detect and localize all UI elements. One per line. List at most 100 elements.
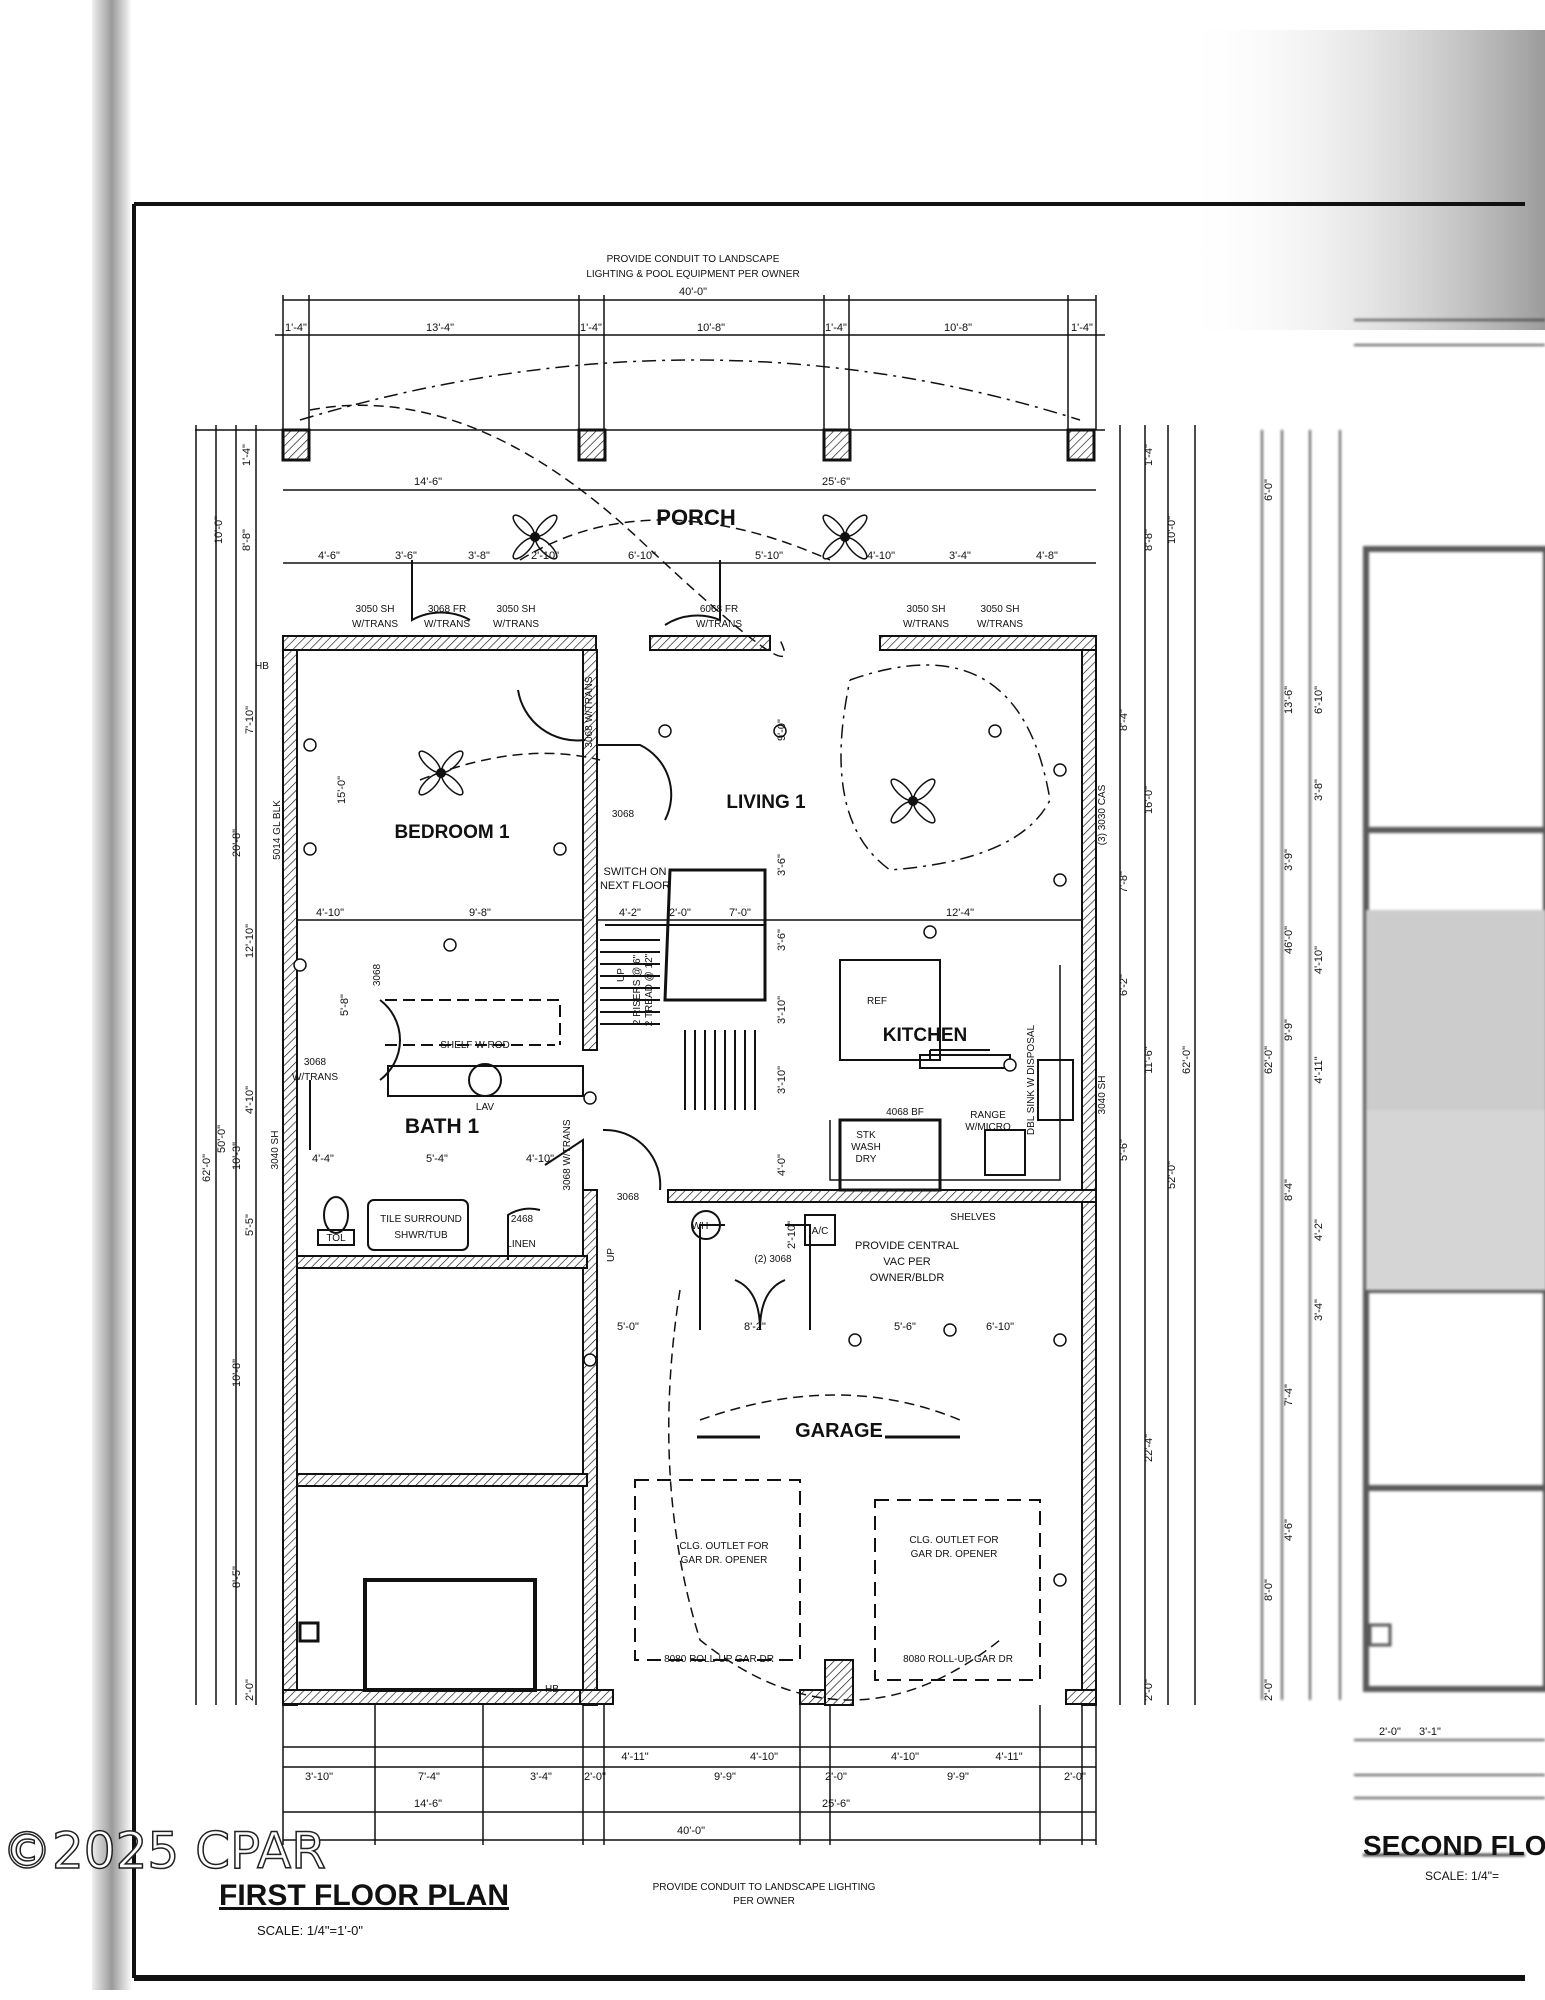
dimension-label: 3'-10" [305,1771,333,1783]
dimension-label: 8'-8" [241,529,253,551]
dimension-label: 4'-4" [312,1153,334,1165]
fan-hub [840,532,850,542]
dimension-label: 2'-0" [825,1771,847,1783]
dimension-label: 10'-8" [697,322,725,334]
dimension-label: 8'-0" [1263,1579,1275,1601]
second-floor-title: SECOND FLO [1363,1830,1545,1861]
switch-wiring [519,519,831,561]
dimension-label: 46'-0" [1283,926,1295,954]
dimension-label: 4'-11" [995,1751,1022,1763]
dimension-label: 4'-11" [621,1751,648,1763]
annotation-double-door: (2) 3068 [754,1254,792,1265]
porch-column [822,428,852,462]
outlet-icon [1053,763,1067,777]
annotation-tol: TOL [326,1233,346,1244]
porch-column [281,428,311,462]
dimension-label: 10'-8" [944,322,972,334]
dimension-label: 9'-9" [714,1771,736,1783]
dimension-label: 50'-0" [216,1125,228,1153]
wall [582,649,598,1051]
dimension-label: 40'-0" [677,1825,705,1837]
toilet-icon [323,1196,349,1234]
outlet-icon [848,1333,862,1347]
ceiling-fan-icon [512,514,558,560]
outlet-icon [583,1353,597,1367]
dimension-label: 3'-10" [776,996,788,1024]
dimension-label: 3'-6" [395,550,417,562]
door-swing-icon [517,689,586,742]
dimension-label: 9'-0" [776,719,788,741]
fan-hub [530,532,540,542]
dimension-label: 20'-8" [231,829,243,857]
dimension-label: 4'-10" [1313,946,1325,974]
switch-wiring [299,359,1081,421]
door-swing-icon [596,744,673,821]
dimension-label: 9'-9" [947,1771,969,1783]
dimension-label: 6'-0" [1263,479,1275,501]
door-swing-icon [544,1138,584,1200]
ceiling-fan-icon [822,514,868,560]
dimension-label: 16'-0" [1143,786,1155,814]
annotation-stair-risers: 2 RISERS @ 6" [632,954,643,1025]
dimension-label: 14'-6" [414,1798,442,1810]
dimension-label: 6'-10" [986,1321,1014,1333]
dimension-label: 10'-0" [1166,516,1178,544]
second-floor-plan-partial [1261,319,1545,1857]
note-text: VAC PER [883,1256,931,1268]
dimension-label: 2'-0" [1263,1679,1275,1701]
dimension-label: 10'-3" [231,1142,243,1170]
dimension-label: 1'-4" [825,322,847,334]
note-text: GAR DR. OPENER [681,1555,768,1566]
annotation-win-side-r1: (3) 3030 CAS [1097,784,1108,845]
dimension-label: 62'-0" [1263,1046,1275,1074]
dimension-label: 1'-4" [1071,322,1093,334]
toilet-tank [317,1229,355,1246]
annotation-laundry-door: 4068 BF [886,1107,924,1118]
wall [879,635,1097,651]
dimension-label: 62'-0" [201,1154,213,1182]
outlet-icon [1053,1573,1067,1587]
annotation-w4b: W/TRANS [977,619,1023,630]
annotation-stair-tread: 2 TREAD @ 12" [644,953,655,1026]
stair-landing [363,1578,537,1692]
door-swing-icon [734,1279,786,1331]
walls [281,428,1097,1706]
note-text: CLG. OUTLET FOR [679,1541,768,1552]
closet-shelf [385,999,561,1046]
dimension-label: 4'-6" [318,550,340,562]
annotation-garage-door-a: 8080 ROLL-UP GAR DR [664,1654,774,1665]
dimension-label: 2'-0" [244,1679,256,1701]
annotation-laundry-2: WASH [851,1142,881,1153]
dimension-label: 3'-4" [530,1771,552,1783]
dimension-label: 10'-0" [213,516,225,544]
annotation-stair-up-1: UP [616,968,627,982]
dimension-label: 5'-6" [894,1321,916,1333]
door-swing-icon [664,560,721,626]
annotation-linen: LINEN [506,1239,535,1250]
outlet-icon [1003,1058,1017,1072]
outlet-icon [583,1091,597,1105]
dimension-label: 8'-5" [231,1566,243,1588]
laundry-closet [838,1118,942,1192]
dimension-label: 2'-0" [1143,1679,1155,1701]
switch-wiring [309,404,786,658]
sheet-border [132,202,1525,1981]
dimension-label: 3'-4" [1313,1299,1325,1321]
annotation-d1a: 3068 FR [428,604,466,615]
fixtures [293,359,1081,1701]
kitchen-counter [829,965,1061,1181]
annotation-garage-door-b: 8080 ROLL-UP GAR DR [903,1654,1013,1665]
outlet-icon [923,925,937,939]
dimension-label: 12'-10" [244,924,256,958]
dimension-label: 4'-10" [244,1086,256,1114]
dimension-label: 2'-0" [1379,1726,1401,1738]
annotation-tub-1: TILE SURROUND [380,1214,462,1225]
dimension-label: 40'-0" [679,286,707,298]
dimension-label: 1'-4" [1143,444,1155,466]
dimension-label: 4'-11" [1313,1056,1325,1083]
garage-door-opener-zone [874,1499,1041,1681]
annotation-w3b: W/TRANS [903,619,949,630]
ceiling-fan-icon [418,750,464,796]
dimension-label: 7'-10" [244,706,256,734]
outlet-icon [293,958,307,972]
